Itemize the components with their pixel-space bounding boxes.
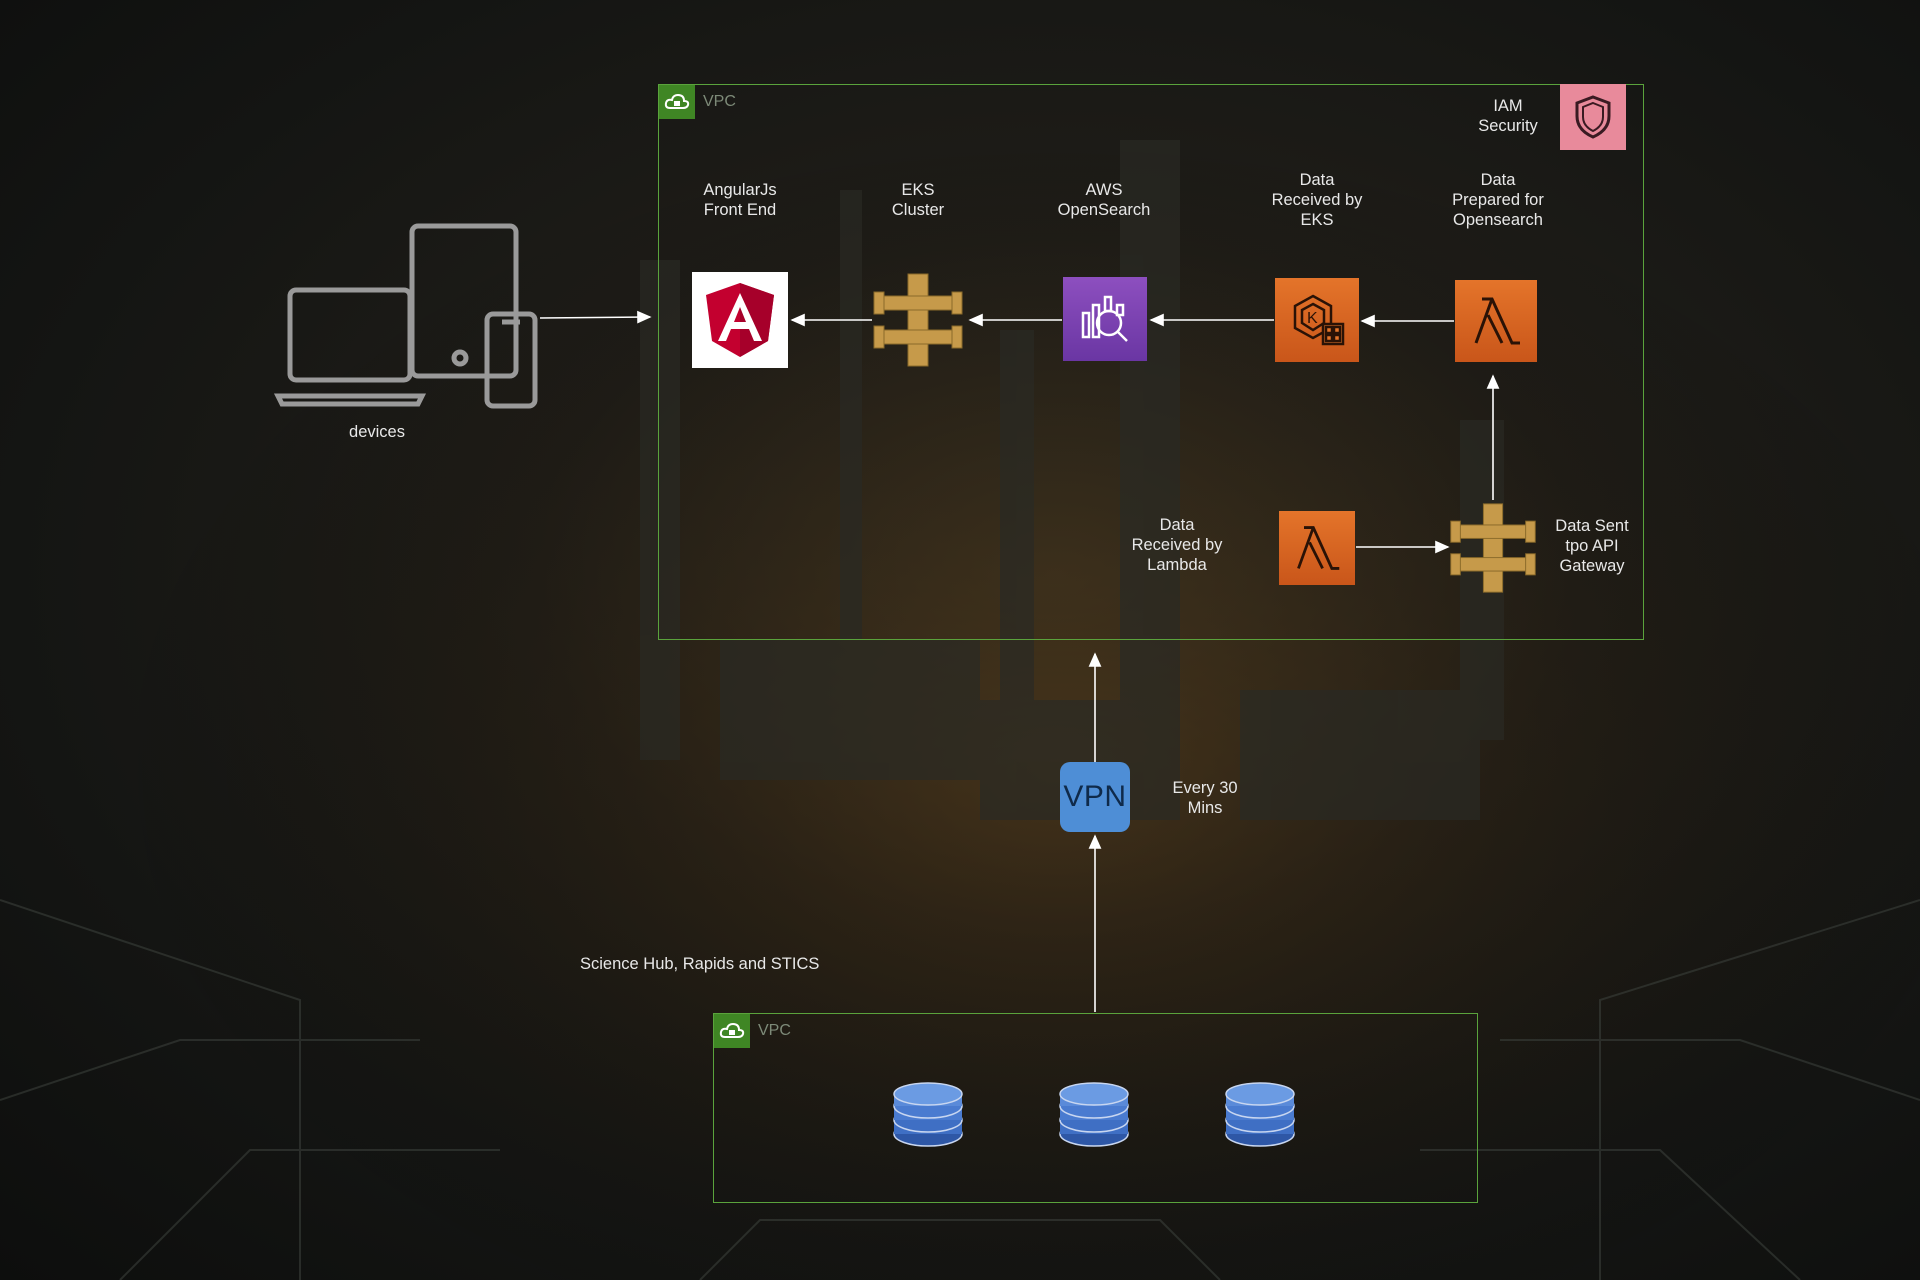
vpc-source-tag: VPC bbox=[758, 1022, 791, 1039]
vpc-main: VPC bbox=[658, 84, 1644, 640]
cloud-icon bbox=[714, 1014, 750, 1048]
source-caption: Science Hub, Rapids and STICS bbox=[580, 955, 820, 973]
angular-icon[interactable] bbox=[692, 272, 788, 368]
database-icon[interactable] bbox=[892, 1082, 964, 1150]
cloud-icon bbox=[659, 85, 695, 119]
iam-label: IAM Security bbox=[1478, 97, 1538, 135]
vpn-icon[interactable]: VPN bbox=[1060, 762, 1130, 832]
lambda-icon[interactable] bbox=[1455, 280, 1537, 362]
lambda-icon[interactable] bbox=[1279, 511, 1355, 585]
vpc-source: VPC bbox=[713, 1013, 1478, 1203]
vpc-main-tag: VPC bbox=[703, 93, 736, 110]
api-gateway-icon[interactable] bbox=[870, 270, 966, 370]
shield-icon[interactable] bbox=[1560, 84, 1626, 150]
devices-icon bbox=[273, 223, 538, 409]
eks-icon[interactable]: K bbox=[1275, 278, 1359, 362]
devices-group: devices bbox=[272, 220, 542, 450]
devices-label: devices bbox=[349, 423, 405, 441]
database-icon[interactable] bbox=[1058, 1082, 1130, 1150]
api-gateway-icon[interactable] bbox=[1446, 500, 1540, 596]
opensearch-icon[interactable] bbox=[1063, 277, 1147, 361]
arrow-devices-to-angular bbox=[539, 310, 652, 324]
svg-text:K: K bbox=[1307, 310, 1318, 327]
vpn-label: VPN bbox=[1063, 780, 1127, 813]
database-icon[interactable] bbox=[1224, 1082, 1296, 1150]
